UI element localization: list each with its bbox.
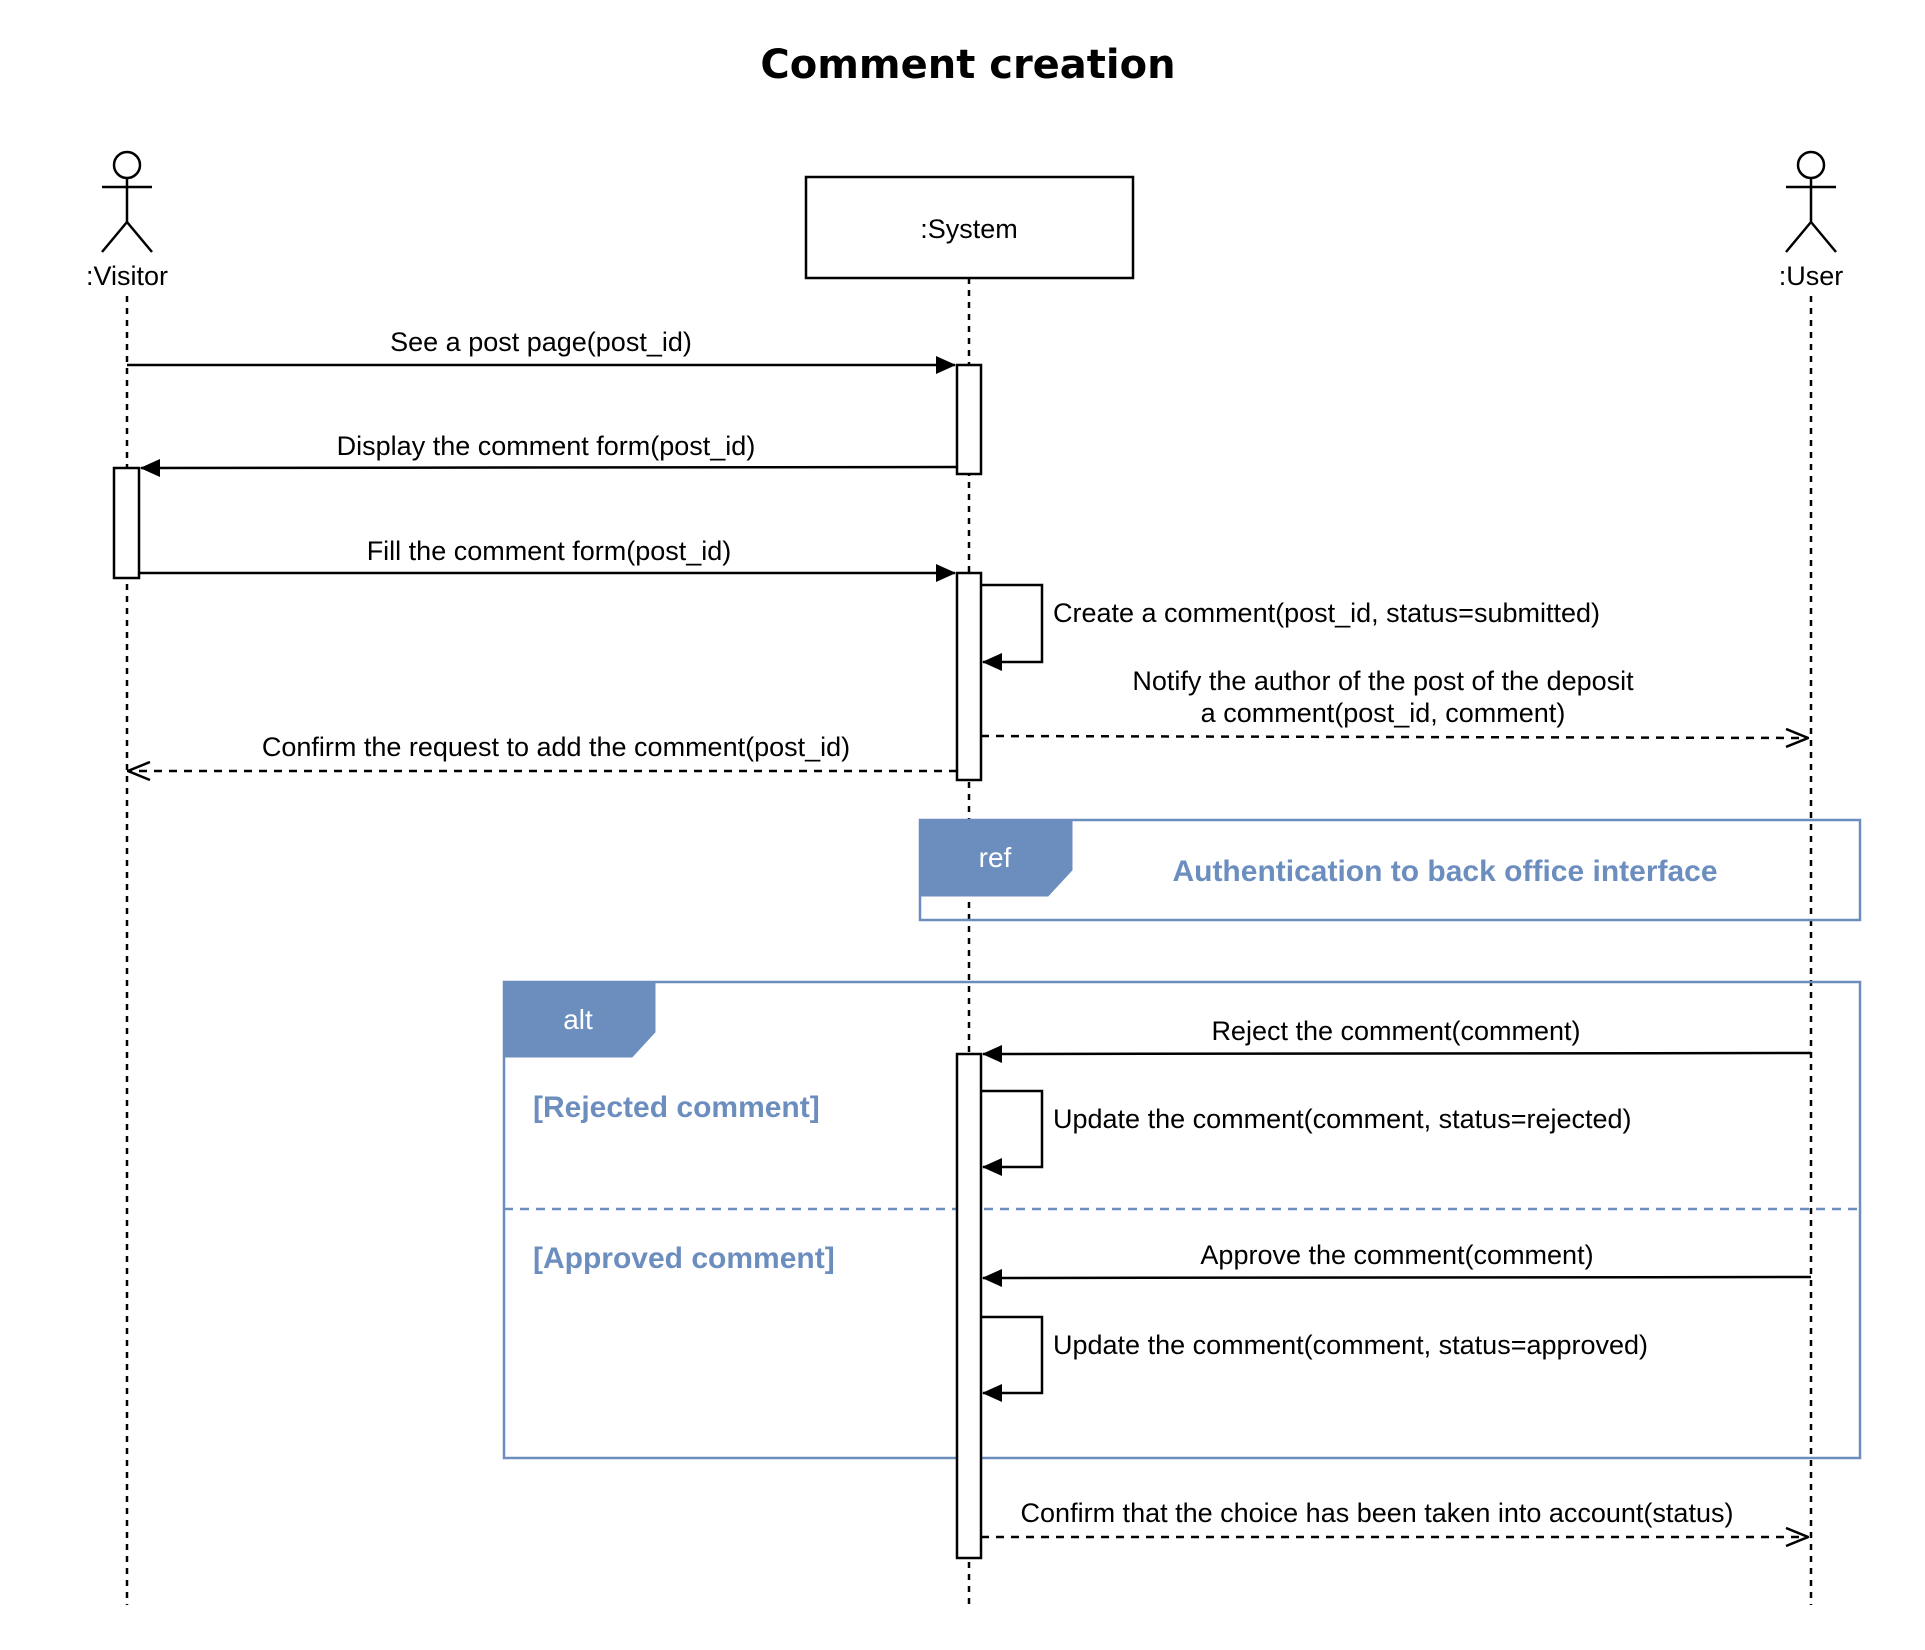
system-activation-1	[955, 363, 983, 476]
msg-fill-form-label: Fill the comment form(post_id)	[367, 536, 732, 566]
msg-approve-label: Approve the comment(comment)	[1200, 1240, 1593, 1270]
alt-tag-label: alt	[563, 1004, 593, 1035]
msg-create-comment-arrow	[981, 583, 1044, 671]
guard-rejected: [Rejected comment]	[533, 1091, 820, 1124]
msg-reject-arrow	[982, 1044, 1812, 1063]
msg-confirm-request-label: Confirm the request to add the comment(p…	[262, 732, 850, 762]
ref-fragment-title: Authentication to back office interface	[1172, 855, 1717, 888]
alt-fragment-frame	[502, 980, 1862, 1460]
msg-update-rejected-label: Update the comment(comment, status=rejec…	[1053, 1104, 1632, 1134]
user-label: :User	[1779, 261, 1844, 291]
diagram-title: Comment creation	[760, 42, 1175, 88]
msg-display-form-label: Display the comment form(post_id)	[337, 431, 756, 461]
msg-display-form-arrow	[140, 458, 958, 477]
system-label: :System	[920, 214, 1018, 244]
msg-update-approved-label: Update the comment(comment, status=appro…	[1053, 1330, 1648, 1360]
system-box	[804, 175, 1135, 280]
msg-notify-author-arrow	[980, 736, 1808, 738]
msg-notify-author-label-2: a comment(post_id, comment)	[1201, 698, 1566, 728]
guard-approved: [Approved comment]	[533, 1242, 835, 1275]
visitor-actor-icon	[101, 150, 153, 253]
ref-tag-label: ref	[979, 842, 1012, 873]
msg-notify-author-label-1: Notify the author of the post of the dep…	[1132, 666, 1634, 696]
visitor-activation	[112, 466, 141, 580]
system-activation-3	[955, 1052, 983, 1560]
visitor-label: :Visitor	[86, 261, 168, 291]
msg-approve-arrow	[982, 1268, 1812, 1287]
msg-reject-label: Reject the comment(comment)	[1211, 1016, 1580, 1046]
alt-fragment-tag	[503, 981, 656, 1058]
user-actor-icon	[1785, 150, 1837, 253]
system-activation-2	[955, 571, 983, 782]
msg-create-comment-label: Create a comment(post_id, status=submitt…	[1053, 598, 1600, 628]
msg-update-rejected-arrow	[981, 1089, 1044, 1176]
ref-fragment-tag	[919, 819, 1073, 897]
msg-confirm-choice-label: Confirm that the choice has been taken i…	[1021, 1498, 1734, 1528]
msg-update-approved-arrow	[981, 1315, 1044, 1402]
msg-see-post-label: See a post page(post_id)	[390, 327, 692, 357]
